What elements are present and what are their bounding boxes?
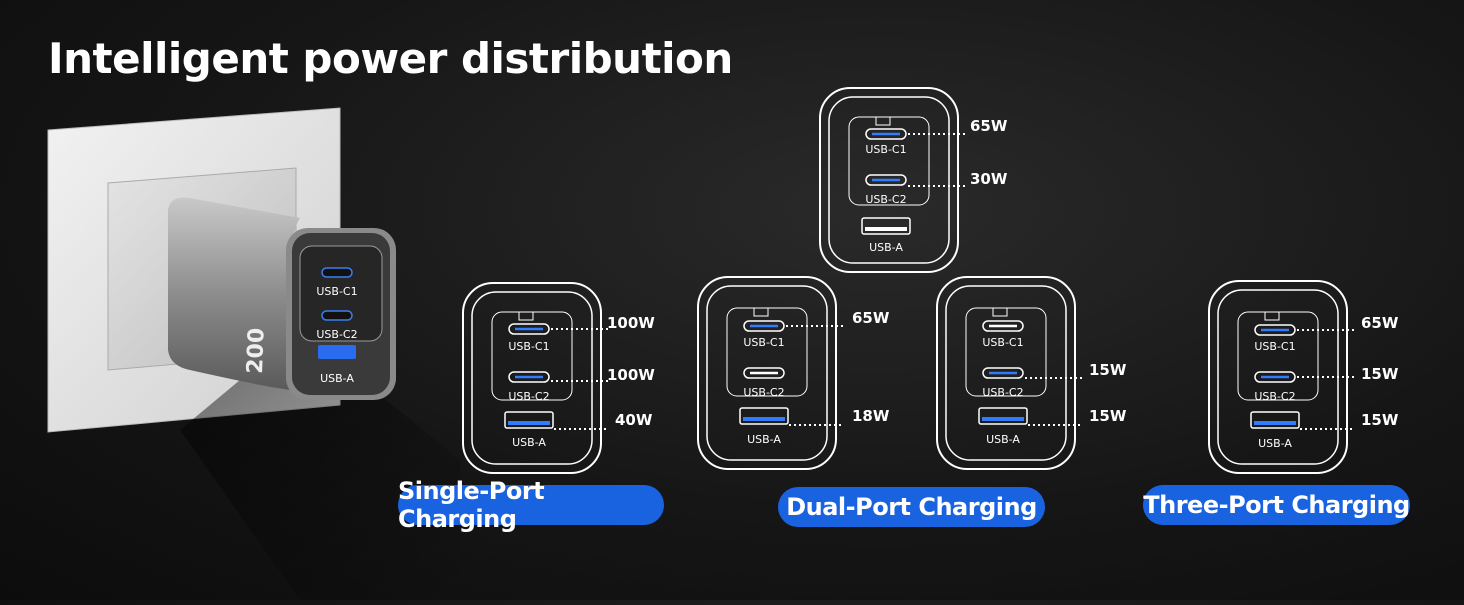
charger-product-image: 200 USB-C1 USB-C2 USB-A [0,0,460,600]
port-label-c2: USB-C2 [1254,390,1296,403]
charger-outline-icon [936,276,1082,470]
diagram-dual-left: USB-C1 USB-C2 USB-A 65W 18W [697,276,889,470]
charger-outline-icon [697,276,843,470]
port-label-c2: USB-C2 [865,193,907,206]
diagram-single-port: USB-C1 USB-C2 USB-A 100W 100W 40W [462,282,655,474]
watt-a: 40W [615,411,653,429]
port-label-c2: USB-C2 [743,386,785,399]
port-label-c1: USB-C1 [743,336,785,349]
watt-c1: 65W [970,117,1008,135]
single-port-label: Single-Port Charging [398,477,664,533]
charger-outline-icon [1208,280,1354,474]
watt-c1: 65W [852,309,890,327]
port-label-a: USB-A [986,433,1020,446]
watt-a: 15W [1089,407,1127,425]
watt-c1: 100W [607,314,655,332]
charger-port-label-c2: USB-C2 [316,328,358,341]
page-title: Intelligent power distribution [48,34,733,83]
dual-port-label: Dual-Port Charging [778,487,1045,527]
port-label-c1: USB-C1 [982,336,1024,349]
port-label-a: USB-A [869,241,903,254]
watt-c2: 15W [1089,361,1127,379]
diagram-dual-top: USB-C1 USB-C2 USB-A 65W 30W [819,87,1007,273]
charger-outline-icon [462,282,608,474]
watt-c2: 30W [970,170,1008,188]
port-label-c1: USB-C1 [508,340,550,353]
three-port-label: Three-Port Charging [1143,485,1410,525]
port-label-c1: USB-C1 [865,143,907,156]
charger-outline-icon [819,87,965,273]
watt-c2: 100W [607,366,655,384]
charger-port-label-a: USB-A [320,372,354,385]
svg-text:200: 200 [243,327,270,374]
port-label-a: USB-A [512,436,546,449]
watt-a: 18W [852,407,890,425]
diagram-dual-right: USB-C1 USB-C2 USB-A 15W 15W [936,276,1126,470]
watt-a: 15W [1361,411,1399,429]
watt-c2: 15W [1361,365,1399,383]
port-label-c1: USB-C1 [1254,340,1296,353]
charger-port-label-c1: USB-C1 [316,285,358,298]
port-label-c2: USB-C2 [982,386,1024,399]
port-label-c2: USB-C2 [508,390,550,403]
port-label-a: USB-A [1258,437,1292,450]
watt-c1: 65W [1361,314,1399,332]
port-label-a: USB-A [747,433,781,446]
diagram-three-port: USB-C1 USB-C2 USB-A 65W 15W 15W [1208,280,1398,474]
